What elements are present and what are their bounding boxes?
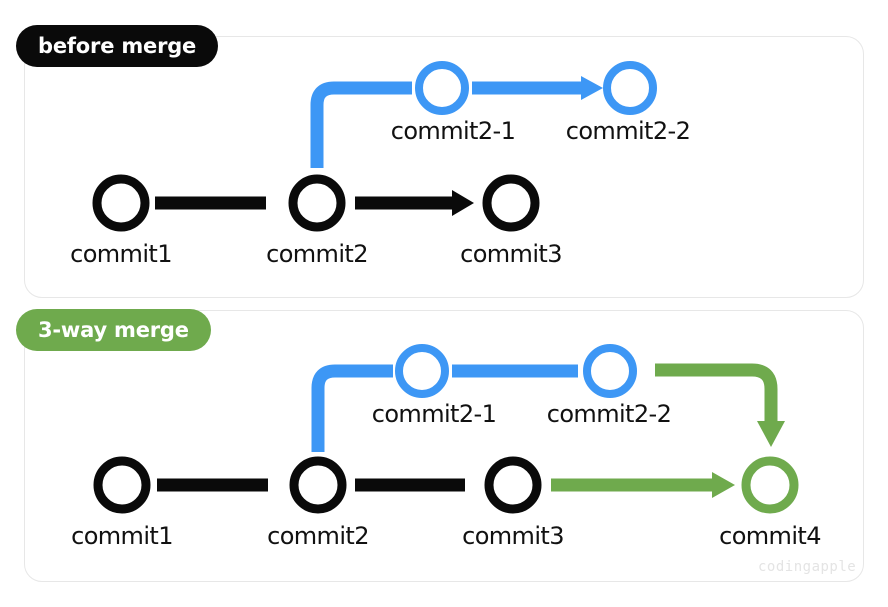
label-commit1: commit1	[70, 240, 172, 268]
label-commit3: commit3	[460, 240, 562, 268]
label-commit2-1: commit2-1	[390, 117, 516, 145]
label-p2-commit3: commit3	[462, 522, 564, 550]
label-p2-commit4: commit4	[719, 522, 821, 550]
watermark: codingapple	[758, 559, 857, 575]
badge-three-way-merge: 3-way merge	[16, 309, 211, 351]
label-p2-commit2-1: commit2-1	[371, 400, 497, 428]
badge-before-merge: before merge	[16, 25, 219, 67]
label-p2-commit2: commit2	[267, 522, 369, 550]
label-commit2-2: commit2-2	[565, 117, 691, 145]
label-p2-commit1: commit1	[71, 522, 173, 550]
label-commit2: commit2	[266, 240, 368, 268]
label-p2-commit2-2: commit2-2	[546, 400, 672, 428]
